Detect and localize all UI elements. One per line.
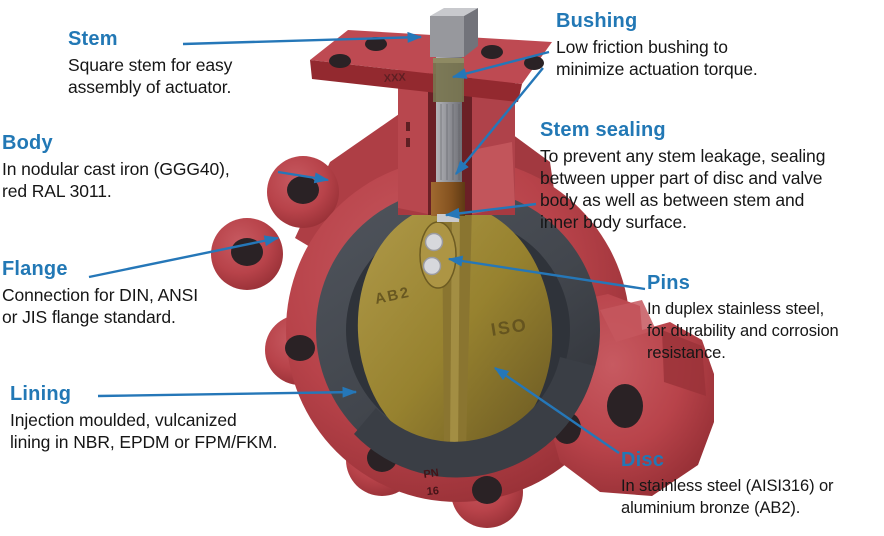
callout-pins-line: resistance. [647,344,726,362]
callout-flange-title: Flange [2,258,68,280]
valve-lining-front-lip [354,357,595,478]
callout-flange-line: or JIS flange standard. [2,307,176,327]
callout-body-title: Body [2,132,53,154]
callout-stem-sealing-title: Stem sealing [540,119,666,141]
pin-lower [422,256,442,276]
pin-upper [424,232,444,252]
callout-stem-sealing-line: between upper part of disc and valve [540,168,823,188]
callout-bushing-line: minimize actuation torque. [556,59,758,79]
callout-stem-title: Stem [68,28,118,50]
callout-stem-line: assembly of actuator. [68,77,232,97]
callout-pins-line: In duplex stainless steel, [647,300,825,318]
svg-text:PN: PN [423,467,440,481]
callout-lining: Lining Injection moulded, vulcanized lin… [10,383,277,453]
callout-body-line: red RAL 3011. [2,181,112,201]
callout-pins-title: Pins [647,272,691,294]
callout-flange-line: Connection for DIN, ANSI [2,285,199,305]
body-arrow [277,170,330,184]
bushing-arrow [451,50,550,79]
callout-bushing-title: Bushing [556,10,638,32]
callout-stem: Stem Square stem for easy assembly of ac… [68,28,232,98]
callout-lining-title: Lining [10,383,72,405]
callout-flange: Flange Connection for DIN, ANSI or JIS f… [2,258,198,328]
stem-sealing-arrow-upper [455,67,544,175]
bottom-lug-marking: PN 16 [423,467,440,498]
callout-arrows [88,31,646,454]
callout-disc-title: Disc [621,449,665,471]
callout-stem-sealing: Stem sealing To prevent any stem leakage… [540,119,825,233]
pins-arrow [447,255,646,291]
callout-disc-line: aluminium bronze (AB2). [621,499,801,517]
callout-stem-sealing-line: body as well as between stem and [540,190,805,210]
callout-pins-line: for durability and corrosion [647,322,839,340]
callout-stem-line: Square stem for easy [68,55,233,75]
callout-bushing-line: Low friction bushing to [556,37,728,57]
lining-arrow [97,386,358,398]
callout-body-line: In nodular cast iron (GGG40), [2,159,230,179]
stem-sealing-arrow-lower [444,202,537,219]
callout-lining-line: Injection moulded, vulcanized [10,410,237,430]
stem-square-head [430,8,478,16]
stem-arrow [182,31,423,46]
stem-bushing [433,58,464,102]
callout-pins: Pins In duplex stainless steel, for dura… [647,272,839,364]
callout-body: Body In nodular cast iron (GGG40), red R… [2,132,230,202]
callout-bushing: Bushing Low friction bushing to minimize… [556,10,758,80]
callout-lining-line: lining in NBR, EPDM or FPM/FKM. [10,432,278,452]
plate-cast-mark: XXX [383,71,406,85]
callout-disc: Disc In stainless steel (AISI316) or alu… [621,449,834,519]
callout-stem-sealing-line: To prevent any stem leakage, sealing [540,146,826,166]
valve-stem-assembly [430,8,478,222]
svg-text:16: 16 [426,485,439,498]
stem-seal [431,182,465,216]
flange-arrow [88,235,280,279]
callout-stem-sealing-line: inner body surface. [540,212,687,232]
disc-pin-boss [419,221,457,289]
callout-disc-line: In stainless steel (AISI316) or [621,477,834,495]
disc-arrow [493,367,620,454]
